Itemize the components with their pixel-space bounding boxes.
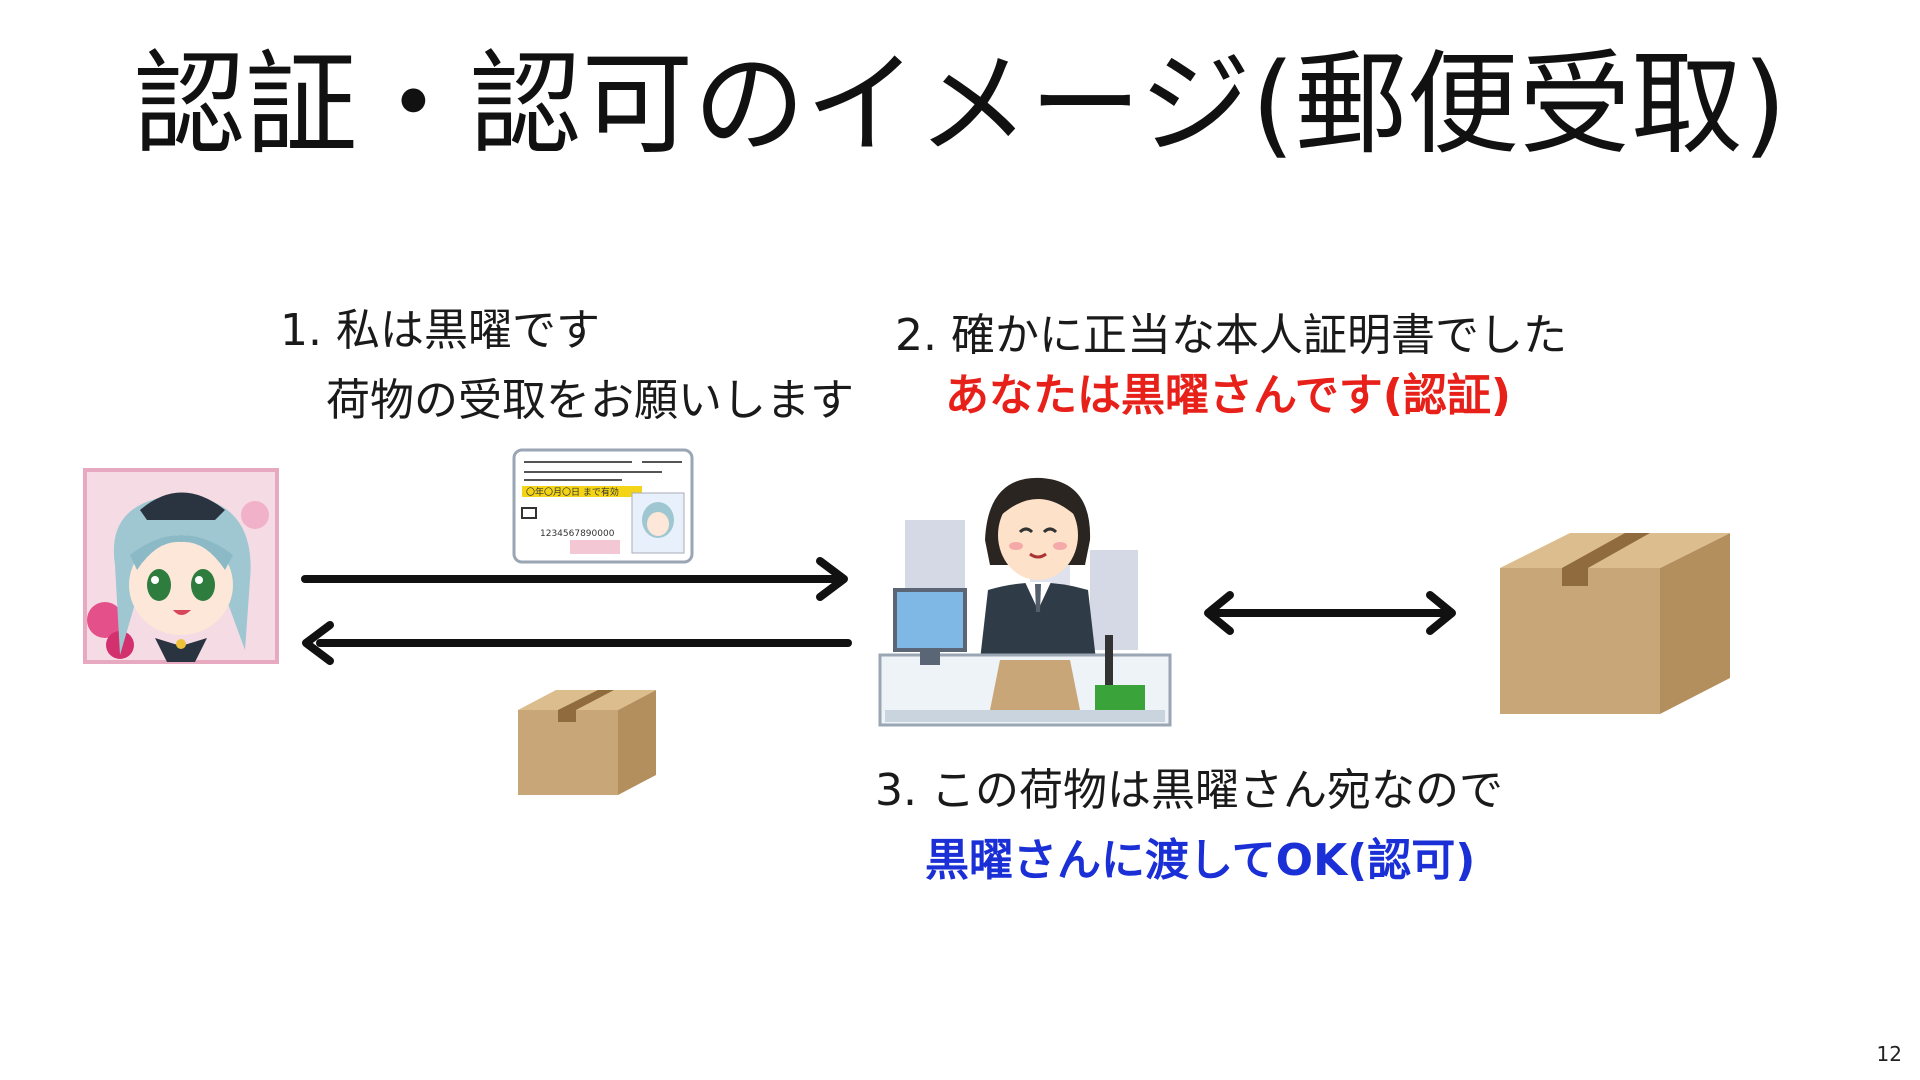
id-card-date: 〇年〇月〇日 まで有効	[526, 486, 619, 498]
authentication-label: あなたは黒曜さんです(認証)	[945, 370, 1512, 421]
step3-line1: 3. この荷物は黒曜さん宛なので	[875, 765, 1503, 816]
postal-clerk-icon	[878, 477, 1172, 727]
small-package-icon	[518, 690, 656, 795]
request-response-arrows	[301, 557, 852, 665]
large-package-icon	[1500, 533, 1730, 714]
id-card-number: 1234567890000	[540, 529, 615, 539]
step1-line2: 荷物の受取をお願いします	[326, 375, 854, 426]
page-number: 12	[1876, 1042, 1902, 1066]
slide-title: 認証・認可のイメージ(郵便受取)	[133, 40, 1787, 170]
authorization-label: 黒曜さんに渡してOK(認可)	[925, 835, 1476, 886]
step1-line1: 1. 私は黒曜です	[280, 305, 600, 356]
user-avatar-icon	[83, 468, 279, 664]
bidirectional-arrow	[1204, 591, 1456, 635]
step2-line1: 2. 確かに正当な本人証明書でした	[895, 310, 1567, 361]
id-card-icon: 〇年〇月〇日 まで有効 1234567890000	[512, 448, 694, 564]
